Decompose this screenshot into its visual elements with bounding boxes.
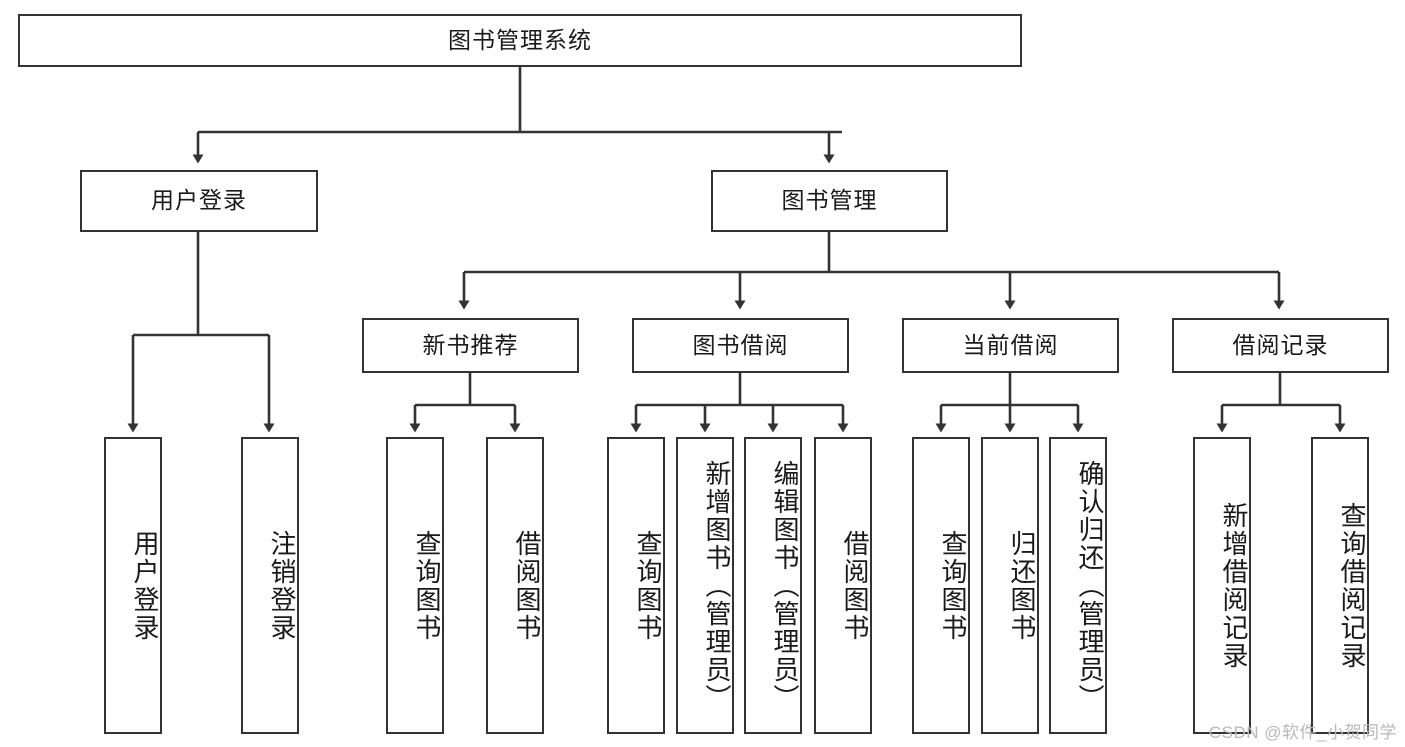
leaf-label: 借阅图书 [512,529,542,642]
leaf-label: 查询图书 [633,529,663,642]
leaf-label: 借阅图书 [840,529,870,642]
leaf-label: 用户登录 [130,529,160,642]
leaf-borrow-book[interactable]: 借阅图书 [814,437,872,734]
leaf-label: 查询图书 [412,529,442,642]
leaf-label: 新增图书（管理员） [702,459,732,712]
leaf-query-book-recommend[interactable]: 查询图书 [386,437,444,734]
leaf-label: 注销登录 [267,529,297,642]
leaf-query-borrow-record[interactable]: 查询借阅记录 [1311,437,1369,734]
node-user-login[interactable]: 用户登录 [80,170,318,232]
node-borrow-record[interactable]: 借阅记录 [1172,318,1389,373]
leaf-query-book-borrow[interactable]: 查询图书 [607,437,665,734]
leaf-label: 归还图书 [1007,529,1037,642]
leaf-borrow-book-recommend[interactable]: 借阅图书 [486,437,544,734]
leaf-add-borrow-record[interactable]: 新增借阅记录 [1193,437,1251,734]
leaf-user-login[interactable]: 用户登录 [104,437,162,734]
node-new-book-recommend[interactable]: 新书推荐 [362,318,579,373]
node-book-management[interactable]: 图书管理 [711,170,948,232]
leaf-label: 新增借阅记录 [1219,501,1249,670]
leaf-label: 确认归还（管理员） [1075,459,1105,712]
leaf-add-book-admin[interactable]: 新增图书（管理员） [676,437,734,734]
leaf-label: 编辑图书（管理员） [770,459,800,712]
leaf-return-book[interactable]: 归还图书 [981,437,1039,734]
node-book-borrow[interactable]: 图书借阅 [632,318,849,373]
watermark-text: CSDN @软件_小贺同学 [1208,723,1397,742]
leaf-label: 查询借阅记录 [1337,501,1367,670]
leaf-label: 查询图书 [938,529,968,642]
leaf-confirm-return-admin[interactable]: 确认归还（管理员） [1049,437,1107,734]
node-current-borrow[interactable]: 当前借阅 [902,318,1119,373]
node-root-system[interactable]: 图书管理系统 [18,14,1022,67]
leaf-query-book-current[interactable]: 查询图书 [912,437,970,734]
leaf-edit-book-admin[interactable]: 编辑图书（管理员） [744,437,802,734]
leaf-logout[interactable]: 注销登录 [241,437,299,734]
